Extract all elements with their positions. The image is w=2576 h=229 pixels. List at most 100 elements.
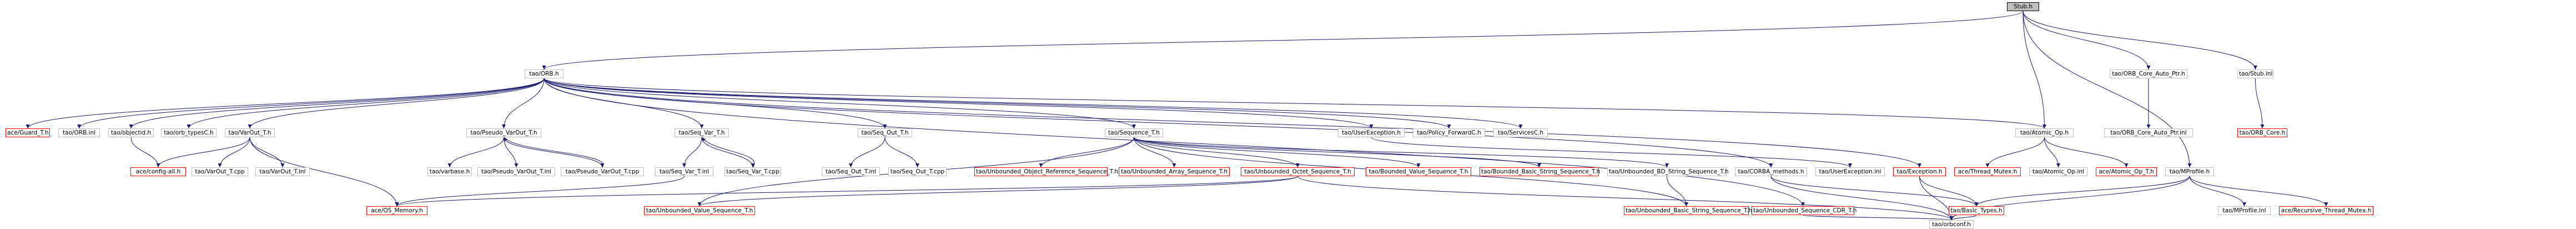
node-orb-core[interactable]: tao/ORB_Core.h (2237, 128, 2287, 137)
node-corba-methods[interactable]: tao/CORBA_methods.h (1735, 167, 1807, 176)
node-pseudo-varout-cpp[interactable]: tao/Pseudo_VarOut_T.cpp (561, 167, 644, 176)
node-orb-inl[interactable]: tao/ORB.inl (58, 128, 100, 137)
edge-pseudo_varout_cpp-to-pseudo_varout (504, 137, 604, 168)
edge-stub-to-orb (542, 11, 2024, 70)
node-unb-array[interactable]: tao/Unbounded_Array_Sequence_T.h (1119, 167, 1230, 176)
node-seq-out-inl[interactable]: tao/Seq_Out_T.inl (822, 167, 880, 176)
edge-mprofile-to-basic_types (1974, 176, 2190, 207)
edge-orb-to-policy_fwd (544, 78, 1451, 129)
node-unb-bd-string[interactable]: tao/Unbounded_BD_String_Sequence_T.h (1607, 167, 1729, 176)
node-unb-octet[interactable]: tao/Unbounded_Octet_Sequence_T.h (1241, 167, 1355, 176)
node-pseudo-varout[interactable]: tao/Pseudo_VarOut_T.h (466, 128, 541, 137)
edge-stub-to-atomic_op (2022, 11, 2046, 129)
edge-sequence-to-bnd_basic_string (1134, 137, 1541, 168)
node-seq-var-cpp[interactable]: tao/Seq_Var_T.cpp (724, 167, 781, 176)
edge-unb_octet-to-unb_value (697, 176, 1298, 207)
edge-unb_octet-to-orbconf (1297, 176, 1954, 221)
edge-pseudo_varout-to-varbase (447, 137, 504, 168)
edge-orb-to-orb_inl (77, 78, 545, 129)
node-seq-out[interactable]: tao/Seq_Out_T.h (858, 128, 912, 137)
node-os-memory[interactable]: ace/OS_Memory.h (366, 206, 427, 215)
node-orb[interactable]: tao/ORB.h (525, 69, 564, 78)
edge-seq_var-to-seq_var_cpp (701, 137, 755, 168)
node-unb-seq-cdr[interactable]: tao/Unbounded_Sequence_CDR_T.h (1752, 206, 1856, 215)
edge-pseudo_varout-to-pseudo_varout_cpp (504, 137, 605, 168)
edge-seq_out-to-seq_out_inl (849, 137, 886, 168)
edge-layer (26, 11, 2328, 221)
edge-sequence-to-unb_objref (1039, 137, 1134, 168)
edge-orb-to-atomic_op (544, 78, 2046, 129)
edge-orb-to-guard (26, 78, 545, 129)
edge-mprofile-to-recursive_mutex (2189, 176, 2328, 207)
node-objectid[interactable]: tao/objectid.h (108, 128, 154, 137)
edge-sequence-to-unb_array (1134, 137, 1176, 168)
edge-orb-to-unb_seq_cdr (544, 78, 1805, 207)
edge-seq_var_inl-to-os_memory (395, 176, 685, 207)
edge-seq_var_cpp-to-seq_var (701, 137, 755, 168)
node-bnd-value[interactable]: tao/Bounded_Value_Sequence_T.h (1366, 167, 1471, 176)
node-unb-objref[interactable]: tao/Unbounded_Object_Reference_Sequence_… (974, 167, 1118, 176)
node-varout-cpp[interactable]: tao/VarOut_T.cpp (192, 167, 248, 176)
node-userexception-inl[interactable]: tao/UserException.inl (1815, 167, 1885, 176)
edge-objectid-to-config_all (130, 137, 160, 168)
node-mprofile-inl[interactable]: tao/MProfile.inl (2218, 206, 2271, 215)
node-mprofile[interactable]: tao/MProfile.h (2165, 167, 2214, 176)
edge-corba_methods-to-basic_types (1770, 176, 1979, 207)
node-thread-mutex[interactable]: ace/Thread_Mutex.h (1954, 167, 2021, 176)
edge-exception-to-basic_types (1919, 176, 1979, 207)
edge-atomic_op-to-ace_atomic_op (2044, 137, 2129, 168)
node-varout[interactable]: tao/VarOut_T.h (225, 128, 275, 137)
edge-varout-to-varout_cpp (218, 137, 250, 168)
node-userexception[interactable]: tao/UserException.h (1338, 128, 1405, 137)
node-orbconf[interactable]: tao/orbconf.h (1929, 220, 1974, 229)
edge-sequence-to-unb_octet (1134, 137, 1300, 168)
node-exception[interactable]: tao/Exception.h (1893, 167, 1946, 176)
node-orb-core-auto[interactable]: tao/ORB_Core_Auto_Ptr.h (2110, 69, 2187, 78)
node-stub: Stub.h (2007, 2, 2039, 11)
node-orb-typesc[interactable]: tao/orb_typesC.h (161, 128, 217, 137)
edge-seq_out-to-seq_out_cpp (884, 137, 919, 168)
node-seq-out-cpp[interactable]: tao/Seq_Out_T.cpp (888, 167, 947, 176)
node-seq-var[interactable]: tao/Seq_Var_T.h (675, 128, 729, 137)
node-seq-var-inl[interactable]: tao/Seq_Var_T.inl (655, 167, 713, 176)
node-atomic-op[interactable]: tao/Atomic_Op.h (2015, 128, 2074, 137)
node-sequence[interactable]: tao/Sequence_T.h (1105, 128, 1163, 137)
node-varout-inl[interactable]: tao/VarOut_T.inl (255, 167, 310, 176)
edge-sequence-to-unb_bd_string (1134, 137, 1669, 168)
edge-varout-to-config_all (156, 137, 250, 168)
edge-atomic_op-to-atomic_op_inl (2044, 137, 2060, 168)
edge-atomic_op-to-thread_mutex (1985, 137, 2045, 168)
node-servicesc[interactable]: tao/ServicesC.h (1493, 128, 1548, 137)
node-policy-fwd[interactable]: tao/Policy_ForwardC.h (1413, 128, 1485, 137)
edge-unb_seq_cdr-to-orbconf (1803, 215, 1954, 221)
edge-varout-to-os_memory (249, 137, 399, 207)
edge-corba_methods-to-orbconf (1770, 176, 1954, 221)
node-varbase[interactable]: tao/varbase.h (427, 167, 472, 176)
edge-stub-to-stub_i (2022, 11, 2257, 70)
node-pseudo-varout-inl[interactable]: tao/Pseudo_VarOut_T.inl (477, 167, 555, 176)
node-atomic-op-inl[interactable]: tao/Atomic_Op.inl (2029, 167, 2087, 176)
node-unb-basic-string[interactable]: tao/Unbounded_Basic_String_Sequence_T.h (1624, 206, 1752, 215)
node-stub-i[interactable]: tao/Stub.inl (2237, 69, 2273, 78)
node-ace-atomic-op[interactable]: ace/Atomic_Op_T.h (2096, 167, 2157, 176)
node-recursive-mutex[interactable]: ace/Recursive_Thread_Mutex.h (2279, 206, 2373, 215)
edge-orb-to-userexception (544, 78, 1373, 129)
edge-mprofile-to-mprofile_inl (2189, 176, 2246, 207)
edge-sequence-to-bnd_value (1134, 137, 1421, 168)
node-unb-value[interactable]: tao/Unbounded_Value_Sequence_T.h (644, 206, 755, 215)
node-orb-core-auto-inl[interactable]: tao/ORB_Core_Auto_Ptr.inl (2104, 128, 2193, 137)
edge-orb-to-objectid (129, 78, 545, 129)
edge-stub_i-to-orb_core (2255, 78, 2265, 129)
edge-seq_var-to-seq_var_inl (682, 137, 702, 168)
node-basic-types[interactable]: tao/Basic_Types.h (1949, 206, 2004, 215)
node-guard[interactable]: ace/Guard_T.h (6, 128, 50, 137)
edge-unb_octet-to-os_memory (395, 176, 1298, 207)
node-config-all[interactable]: ace/config-all.h (130, 167, 186, 176)
node-bnd-basic-string[interactable]: tao/Bounded_Basic_String_Sequence_T.h (1480, 167, 1600, 176)
edge-orb-to-servicesc (544, 78, 1523, 129)
edge-orb-to-corba_methods (544, 78, 1773, 168)
edge-stub-to-orb_core_auto (2022, 11, 2151, 70)
edge-unb_bd_string-to-unb_basic_string (1667, 176, 1688, 207)
edge-orb-to-exception (544, 78, 1921, 168)
edge-orb-to-varout (248, 78, 545, 129)
